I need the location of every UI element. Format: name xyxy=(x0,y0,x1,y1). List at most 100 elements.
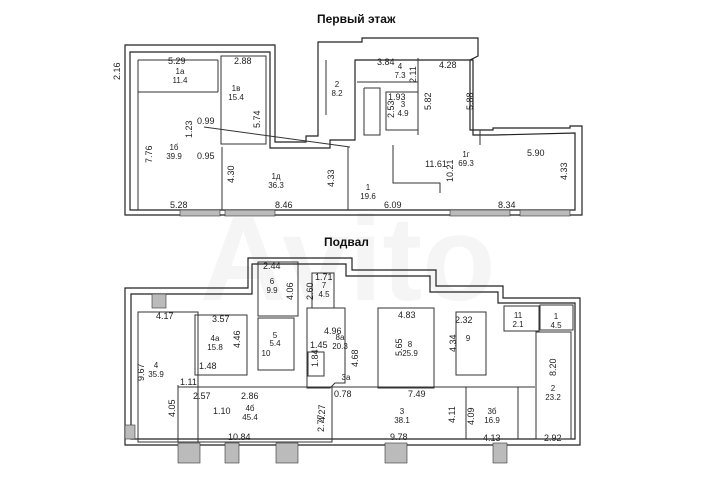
dimension: 9.78 xyxy=(390,432,408,442)
dimension: 1.84 xyxy=(310,349,320,367)
room-number: 2 xyxy=(335,80,340,89)
room-area: 20.3 xyxy=(332,342,348,351)
dimension: 5.88 xyxy=(465,92,475,110)
room-number: 4а xyxy=(211,334,220,343)
first-floor-dimensions: 5.29 2.16 2.88 5.74 0.99 1.23 7.76 0.95 … xyxy=(112,56,569,210)
room-number: 1г xyxy=(462,150,469,159)
room-area: 69.3 xyxy=(458,159,474,168)
room-8: 825.9 xyxy=(402,340,418,358)
room-number: 3 xyxy=(400,407,405,416)
dimension: 5.82 xyxy=(423,92,433,110)
room-number: 11 xyxy=(514,311,523,320)
room-area: 23.2 xyxy=(545,393,561,402)
room-1: 14.5 xyxy=(550,312,562,330)
room-number: 3б xyxy=(487,407,496,416)
dimension: 5.29 xyxy=(168,56,186,66)
room-number: 9 xyxy=(466,334,471,343)
room-area: 4.5 xyxy=(318,290,330,299)
room-6: 69.9 xyxy=(266,277,278,295)
dimension: 1.93 xyxy=(388,92,406,102)
room-area: 38.1 xyxy=(394,416,410,425)
dimension: 8.34 xyxy=(498,200,516,210)
room-area: 4.5 xyxy=(550,321,562,330)
dimension: 1.45 xyxy=(310,340,328,350)
dimension: 4.30 xyxy=(226,165,236,183)
dimension: 4.09 xyxy=(466,407,476,425)
dimension: 4.33 xyxy=(326,169,336,187)
room-number: 4б xyxy=(245,404,254,413)
room-number: 1б xyxy=(169,143,178,152)
room-3a: 3а xyxy=(342,373,351,382)
room-area: 36.3 xyxy=(268,181,284,190)
room-number: 4 xyxy=(398,62,403,71)
room-5: 55.4 xyxy=(269,331,281,348)
room-number: 8а xyxy=(336,333,345,342)
dimension: 5.74 xyxy=(252,110,262,128)
dimension: 0.78 xyxy=(334,389,352,399)
room-area: 5.4 xyxy=(269,339,281,348)
dimension: 2.11 xyxy=(408,66,418,83)
dimension: 2.77 xyxy=(316,414,326,432)
dimension: 4.83 xyxy=(398,310,416,320)
room-area: 25.9 xyxy=(402,349,418,358)
room-area: 19.6 xyxy=(360,192,376,201)
room-number: 1 xyxy=(366,183,371,192)
room-11: 112.1 xyxy=(512,311,524,329)
dimension: 5.90 xyxy=(527,148,545,158)
room-number: 2 xyxy=(551,384,556,393)
dimension: 8.20 xyxy=(548,358,558,376)
room-number: 7 xyxy=(322,281,327,290)
dimension: 4.96 xyxy=(324,326,342,336)
room-number: 1а xyxy=(176,67,185,76)
room-area: 16.9 xyxy=(484,416,500,425)
room-area: 9.9 xyxy=(266,286,278,295)
first-floor-walls xyxy=(124,37,583,217)
dimension: 1.48 xyxy=(199,361,217,371)
dimension: 1.23 xyxy=(184,120,194,138)
room-number: 3а xyxy=(342,373,351,382)
dimension: 4.05 xyxy=(167,399,177,417)
room-area: 2.1 xyxy=(512,320,524,329)
dimension: 4.46 xyxy=(232,330,242,348)
dimension: 2.32 xyxy=(455,315,473,325)
dimension: 2.86 xyxy=(241,391,259,401)
room-number: 4 xyxy=(154,361,159,370)
dimension: 4.34 xyxy=(448,334,458,352)
room-3: 338.1 xyxy=(394,407,410,425)
dimension: 4.68 xyxy=(350,349,360,367)
room-number: 5 xyxy=(273,331,278,340)
basement-walls xyxy=(124,257,581,464)
basement-dimensions: 2.44 4.06 1.71 2.60 4.17 3.57 4.46 9.67 … xyxy=(136,261,562,443)
dimension: 3.57 xyxy=(212,314,230,324)
dimension: 10.84 xyxy=(228,432,251,442)
room-10: 10 xyxy=(262,349,271,358)
room-area: 11.4 xyxy=(173,76,189,85)
dimension: 2.57 xyxy=(193,391,211,401)
room-area: 45.4 xyxy=(242,413,258,422)
dimension: 5.65 xyxy=(394,338,404,356)
room-4: 47.3 xyxy=(394,62,406,80)
dimension: 2.44 xyxy=(263,261,281,271)
dimension: 2.16 xyxy=(112,62,122,80)
dimension: 5.28 xyxy=(170,200,188,210)
room-area: 35.9 xyxy=(148,370,164,379)
room-number: 3 xyxy=(401,100,406,109)
dimension: 2.53 xyxy=(386,100,396,118)
room-area: 7.3 xyxy=(394,71,406,80)
dimension: 7.49 xyxy=(408,389,426,399)
first-floor-title: Первый этаж xyxy=(317,12,396,26)
room-7: 74.5 xyxy=(318,281,330,299)
dimension: 9.67 xyxy=(136,363,146,381)
room-9: 9 xyxy=(466,334,471,343)
dimension: 2.92 xyxy=(544,433,562,443)
dimension: 6.09 xyxy=(384,200,402,210)
dimension: 1.11 xyxy=(180,377,197,387)
room-number: 8 xyxy=(408,340,413,349)
